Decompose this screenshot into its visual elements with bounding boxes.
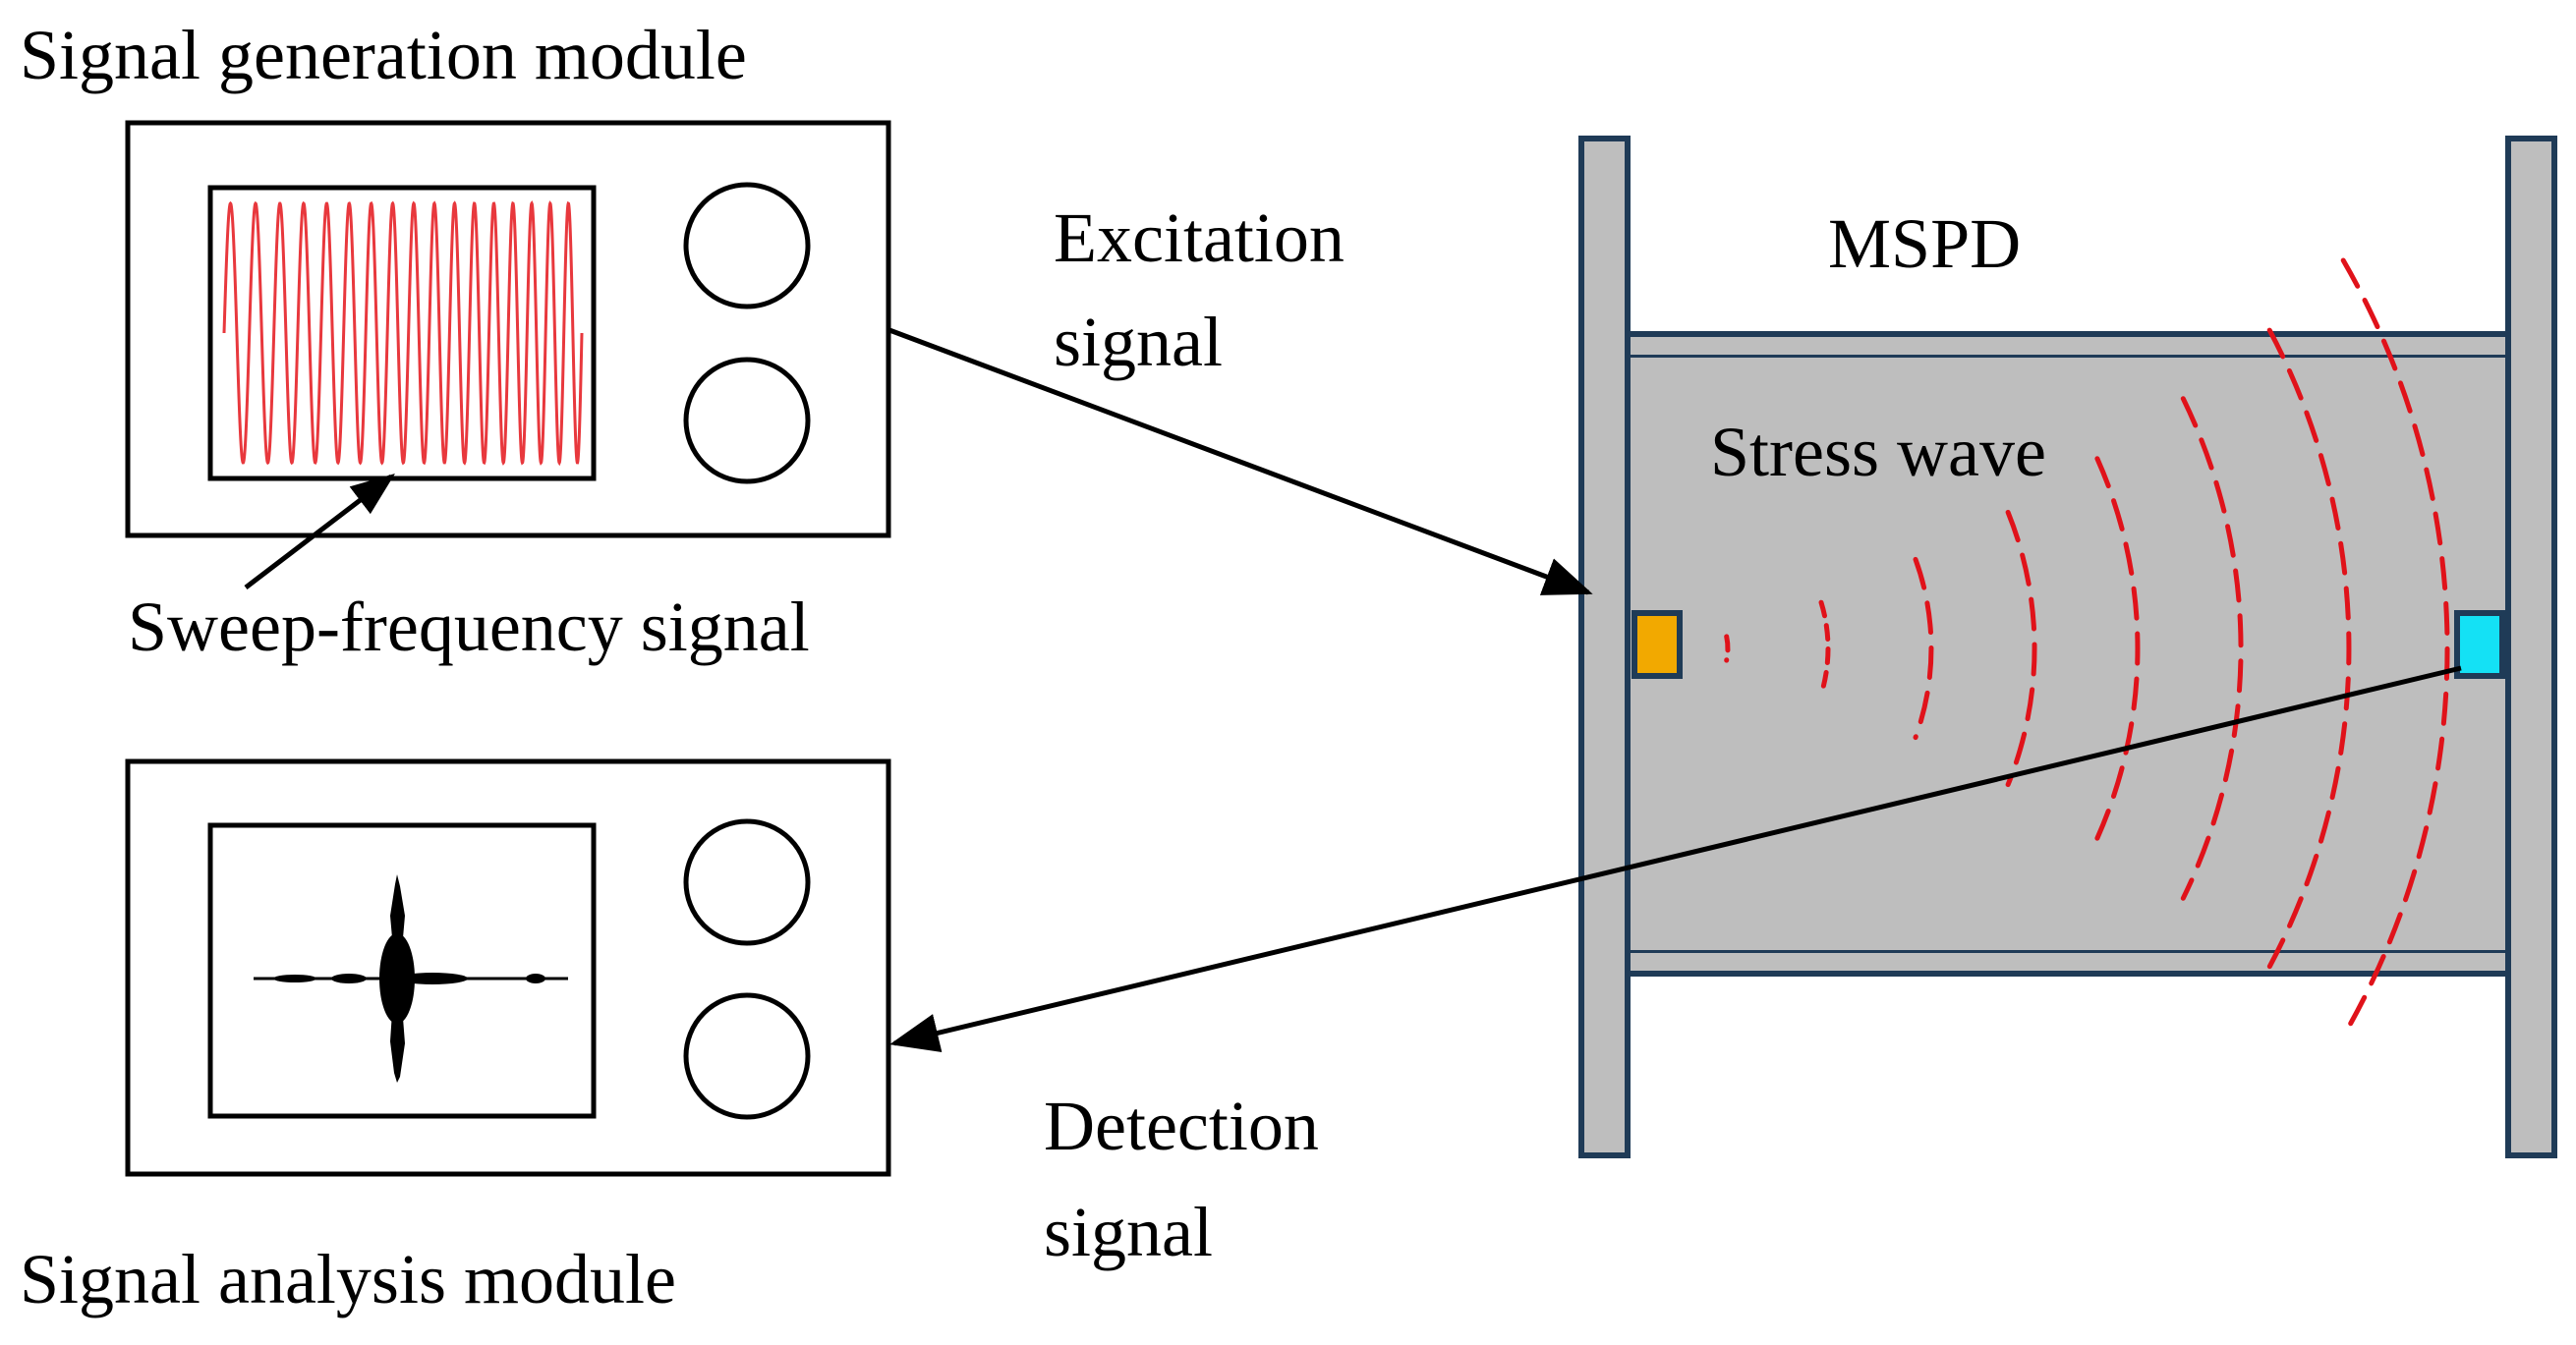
generation-knob-top-icon: [683, 182, 811, 309]
mspd-label: MSPD: [1828, 204, 2021, 283]
excitation-signal-label-line1: Excitation: [1054, 198, 1345, 277]
receiver-sensor-icon: [2454, 610, 2505, 679]
analysis-knob-top-icon: [683, 818, 811, 946]
detection-signal-label-line2: signal: [1044, 1193, 1213, 1271]
sweep-frequency-signal-label: Sweep-frequency signal: [128, 588, 810, 666]
sweep-frequency-waveform: [222, 199, 584, 467]
waveform-pulse-body: [379, 933, 415, 1024]
detection-waveform: [254, 874, 568, 1083]
stress-wave-arc-1: [1724, 634, 1731, 663]
waveform-noise-1: [273, 975, 316, 982]
mspd-top-flange: [1625, 331, 2511, 361]
mspd-specimen: [1578, 136, 2557, 1158]
stress-wave-arc-5: [2094, 456, 2141, 841]
waveform-noise-4: [526, 974, 545, 983]
mspd-left-end-plate: [1578, 136, 1631, 1158]
generation-knob-bottom-icon: [683, 357, 811, 484]
excitation-signal-label-line2: signal: [1054, 303, 1223, 381]
detection-signal-arrow: [889, 665, 2462, 1052]
stress-wave-arc-7: [2266, 327, 2352, 970]
stress-wave-arc-4: [2005, 509, 2037, 788]
mspd-right-end-plate: [2505, 136, 2557, 1158]
signal-analysis-module: [125, 758, 891, 1177]
detection-signal-label-line1: Detection: [1044, 1087, 1319, 1165]
stress-wave-label: Stress wave: [1710, 413, 2046, 491]
waveform-noise-2: [331, 974, 367, 983]
mspd-core: [1628, 358, 2508, 950]
sweep-signal-pointer-arrow: [244, 473, 395, 589]
stress-wave-arc-3: [1913, 556, 1934, 741]
transmitter-sensor-icon: [1631, 610, 1683, 679]
signal-generation-module: [125, 120, 891, 538]
stress-wave-arc-6: [2180, 396, 2244, 901]
waveform-noise-3: [397, 973, 468, 984]
stress-wave-arc-2: [1818, 599, 1831, 698]
signal-analysis-module-title: Signal analysis module: [20, 1240, 676, 1318]
signal-generation-module-title: Signal generation module: [20, 16, 747, 94]
stress-wave-arcs: [1724, 257, 2450, 1039]
excitation-signal-arrow: [888, 327, 1593, 595]
stress-wave-arc-8: [2340, 257, 2450, 1039]
analysis-knob-bottom-icon: [683, 992, 811, 1120]
